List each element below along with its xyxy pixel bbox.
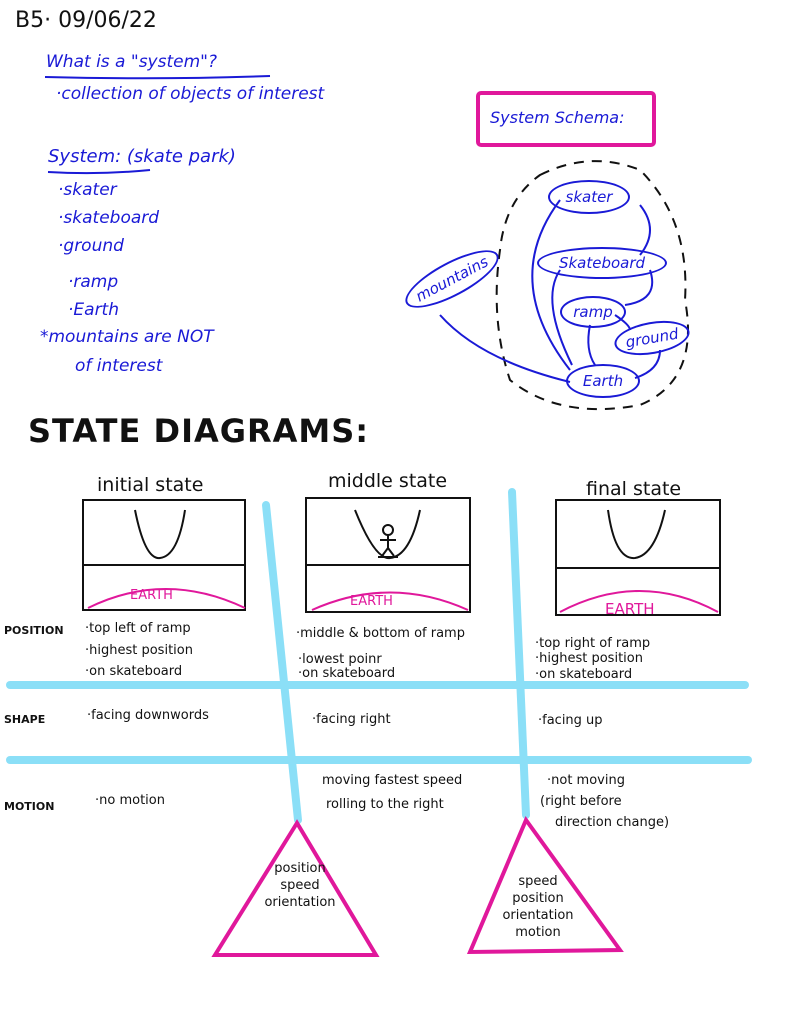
system-item: ·ramp [68, 272, 119, 292]
node-skater: skater [548, 180, 630, 214]
triangle-1-text: position speed orientation [245, 860, 355, 911]
earth-label: EARTH [130, 588, 173, 603]
position-text: ·highest position [85, 643, 193, 658]
motion-text: (right before [540, 794, 622, 809]
motion-text: rolling to the right [326, 797, 444, 812]
earth-arcs [87, 588, 719, 613]
system-item: ·skater [58, 180, 117, 200]
note-line: of interest [75, 356, 163, 376]
motion-text: ·not moving [547, 773, 625, 788]
triangle-item: speed [518, 874, 558, 889]
motion-text: ·no motion [95, 793, 165, 808]
system-heading: System: (skate park) [48, 146, 236, 167]
column-title: final state [586, 478, 682, 500]
interaction-arrows [439, 199, 661, 383]
triangle-item: orientation [502, 908, 574, 923]
row-label-shape: SHAPE [4, 713, 46, 726]
question-heading: What is a "system"? [46, 52, 217, 72]
schema-title: System Schema: [490, 108, 625, 127]
schema-title-box [476, 91, 656, 147]
triangle-2-text: speed position orientation motion [488, 873, 588, 941]
row-label-motion: MOTION [4, 800, 55, 813]
position-text: ·on skateboard [85, 664, 183, 679]
position-text: ·top left of ramp [85, 621, 191, 636]
triangles [211, 815, 624, 957]
state-diagrams-title: STATE DIAGRAMS: [28, 412, 370, 450]
row-label-position: POSITION [4, 624, 64, 637]
system-item: ·skateboard [58, 208, 160, 228]
node-ramp: ramp [560, 296, 626, 328]
node-skateboard: Skateboard [537, 247, 667, 279]
triangle-item: speed [280, 878, 320, 893]
note-line: *mountains are NOT [40, 327, 214, 347]
system-item: ·ground [58, 236, 124, 256]
motion-text: direction change) [555, 815, 670, 830]
triangle-item: position [512, 891, 564, 906]
shape-text: ·facing downwords [87, 708, 209, 723]
date-header: B5· 09/06/22 [15, 8, 157, 33]
position-text: ·on skateboard [535, 667, 633, 682]
shape-text: ·facing right [312, 712, 391, 727]
triangle-item: position [274, 861, 326, 876]
position-text: ·middle & bottom of ramp [296, 626, 465, 641]
earth-label: EARTH [605, 600, 655, 618]
system-boundary [495, 160, 689, 411]
column-title: initial state [97, 474, 204, 496]
triangle-item: motion [515, 925, 561, 940]
system-underline [47, 169, 151, 175]
system-item: ·Earth [68, 300, 119, 320]
grid-lines [6, 488, 752, 824]
definition-text: ·collection of objects of interest [56, 84, 325, 104]
triangle-item: orientation [264, 895, 336, 910]
question-underline [44, 75, 271, 80]
shape-text: ·facing up [538, 713, 603, 728]
ramp-boxes [82, 497, 721, 616]
position-text: ·highest position [535, 651, 643, 666]
earth-label: EARTH [350, 594, 393, 609]
node-earth: Earth [566, 364, 640, 398]
motion-text: moving fastest speed [322, 773, 463, 788]
column-title: middle state [328, 470, 448, 492]
position-text: ·lowest poinr [298, 652, 382, 667]
position-text: ·on skateboard [298, 666, 396, 681]
position-text: ·top right of ramp [535, 636, 651, 651]
